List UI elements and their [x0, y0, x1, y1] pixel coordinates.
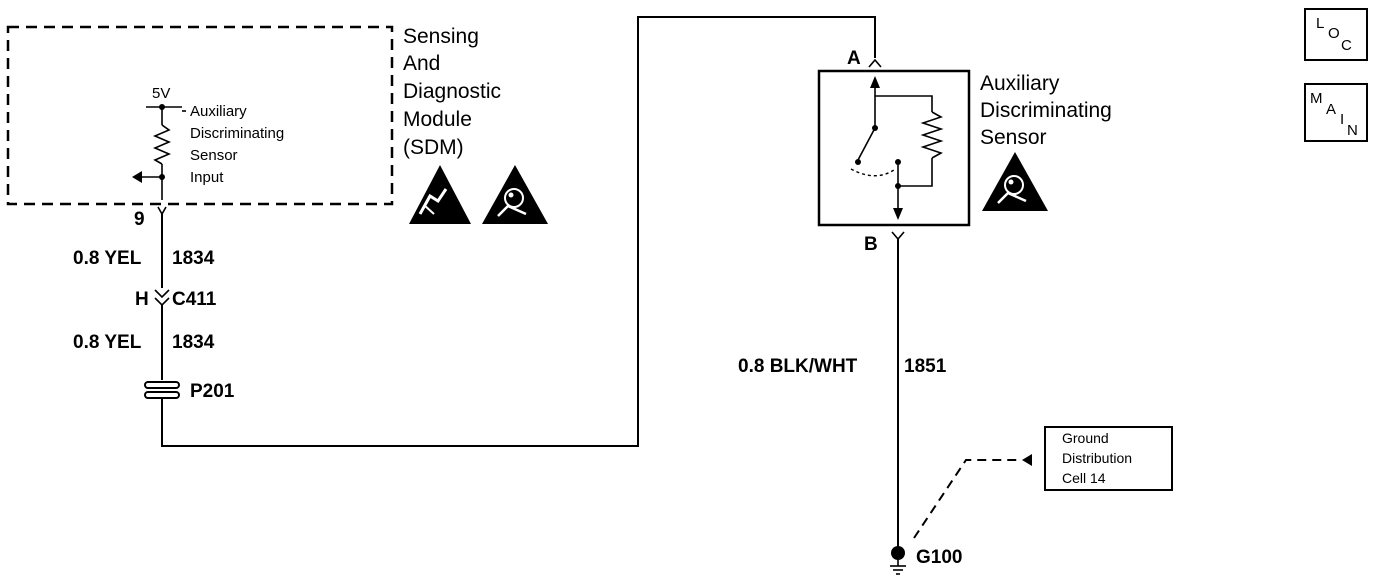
sdm-input-label-line1: Auxiliary: [190, 103, 247, 120]
sensor-name-line1: Auxiliary: [980, 72, 1060, 95]
wire-1834-path: [144, 16, 876, 447]
svg-text:Sensing And Diagno: Sensing And Diagnostic Module (SDM): [403, 25, 507, 159]
sdm-input-label-line3: Sensor: [190, 147, 238, 164]
ground-ref-line1: Ground: [1062, 430, 1109, 446]
main-button[interactable]: M A I N: [1304, 83, 1368, 142]
sdm-voltage-label: 5V: [152, 85, 170, 102]
sdm-name-line4: Module: [403, 108, 472, 131]
sdm-dashed-border: [6, 25, 394, 206]
svg-text:Ground Distribution: Ground Distribution Cell 14: [1062, 430, 1136, 486]
wire-1851-path: [890, 239, 906, 575]
sdm-pin-9: 9: [134, 209, 145, 230]
svg-text:Auxiliary Discriminating: Auxiliary Discriminating Sensor: [980, 72, 1118, 149]
esd-warning-icon: [409, 165, 471, 224]
main-letter-i: I: [1340, 111, 1344, 128]
wire-upper-size-color: 0.8 YEL: [73, 248, 142, 269]
sensor-airbag-warning-icon: [982, 152, 1048, 211]
wire-lower-circuit: 1834: [172, 332, 215, 353]
wire-lower-size-color: 0.8 YEL: [73, 332, 142, 353]
wire-upper-circuit: 1834: [172, 248, 215, 269]
aux-sensor: A B Auxiliary Discriminating Sensor: [817, 48, 1118, 255]
airbag-warning-icon: [482, 165, 548, 224]
ground-distribution-link[interactable]: Ground Distribution Cell 14: [913, 426, 1173, 539]
splice-p201-label: P201: [190, 381, 235, 402]
sdm-name-line3: Diagnostic: [403, 80, 501, 103]
main-letter-a: A: [1326, 101, 1336, 118]
loc-letter-l: L: [1316, 15, 1324, 32]
main-letter-m: M: [1310, 90, 1323, 107]
splice-p201-symbol: [144, 381, 180, 399]
connector-pin-h: H: [135, 289, 149, 310]
loc-letter-c: C: [1341, 37, 1352, 54]
wire-ground-circuit: 1851: [904, 356, 947, 377]
sdm-module: 5V Auxiliary Discriminating Sensor Input…: [6, 25, 548, 230]
sensor-box: [817, 69, 971, 227]
sensor-name-line3: Sensor: [980, 126, 1047, 149]
loc-letter-o: O: [1328, 25, 1340, 42]
sdm-pullup-resistor: [132, 104, 186, 200]
ground-distribution-box[interactable]: [1044, 426, 1173, 491]
main-letter-n: N: [1347, 122, 1358, 139]
wire-ground-size-color: 0.8 BLK/WHT: [738, 356, 858, 377]
sdm-name-line1: Sensing: [403, 25, 479, 48]
sensor-name-line2: Discriminating: [980, 99, 1112, 122]
sdm-input-label-line4: Input: [190, 169, 224, 186]
ground-ref-line3: Cell 14: [1062, 470, 1106, 486]
svg-text:Auxiliary Discriminating: Auxiliary Discriminating Sensor Input: [190, 103, 288, 186]
ground-ref-line2: Distribution: [1062, 450, 1132, 466]
sdm-name-line5: (SDM): [403, 136, 464, 159]
sdm-input-label-line2: Discriminating: [190, 125, 284, 142]
ground-g100-label: G100: [916, 547, 962, 568]
sensor-pin-a: A: [847, 48, 861, 69]
sensor-pin-b: B: [864, 234, 878, 255]
ground-g100-eyelet: [891, 546, 905, 560]
sdm-name-line2: And: [403, 52, 440, 75]
loc-button[interactable]: L O C: [1304, 8, 1368, 61]
connector-c411: C411: [172, 289, 217, 310]
